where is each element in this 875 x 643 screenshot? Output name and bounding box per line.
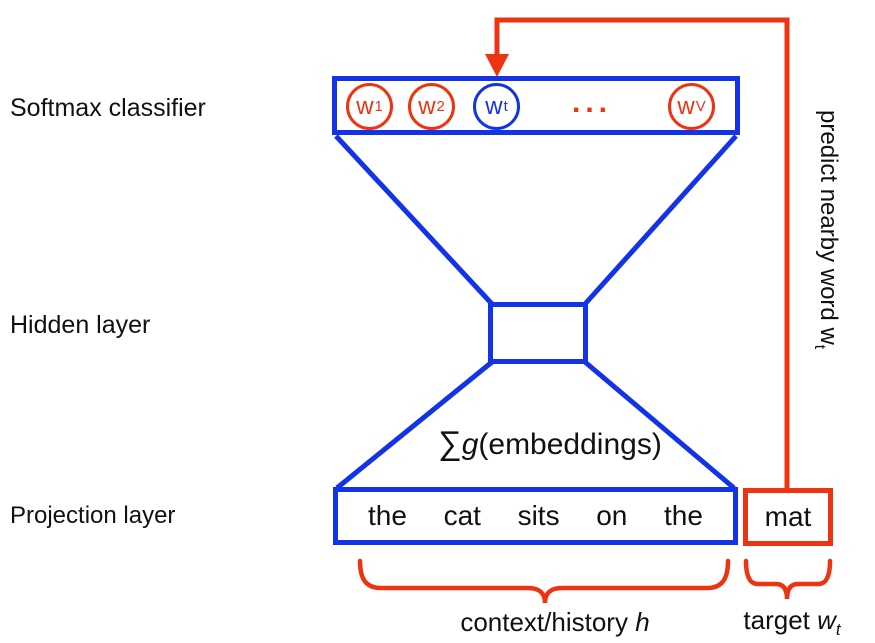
- formula-argument: (embeddings): [478, 428, 662, 461]
- node-w1-label: w: [356, 92, 374, 120]
- node-w2-label: w: [418, 92, 436, 120]
- context-word: on: [596, 500, 628, 531]
- arrowhead-down-icon: [485, 54, 509, 77]
- target-caption-text: target: [743, 605, 818, 635]
- funnel-top-left-edge: [334, 134, 494, 306]
- predict-annotation-subscript: t: [811, 344, 829, 350]
- context-word: the: [664, 500, 703, 531]
- context-history-caption: context/history h: [405, 607, 705, 638]
- funnel-bottom-left-edge: [335, 360, 494, 490]
- embedding-sum-formula: ∑g(embeddings): [395, 424, 705, 462]
- context-caption-text: context/history: [460, 607, 636, 637]
- target-word: mat: [764, 501, 812, 532]
- context-word: sits: [517, 500, 560, 531]
- target-caption: target wt: [712, 605, 872, 640]
- aggregation-function-g: g: [461, 428, 479, 461]
- context-word: the: [368, 500, 407, 531]
- projection-layer-label: Projection layer: [10, 502, 176, 529]
- target-word-box: [743, 488, 833, 546]
- context-word: cat: [443, 500, 481, 531]
- projection-layer-box: [333, 487, 738, 545]
- target-underbrace: [743, 558, 833, 600]
- target-variable-subscript: t: [835, 620, 841, 640]
- hidden-layer-box: [488, 302, 588, 364]
- predict-annotation-text: predict nearby word w: [815, 110, 842, 345]
- softmax-layer-box: [332, 76, 740, 135]
- funnel-bottom-right-edge: [583, 360, 736, 490]
- funnel-top-right-edge: [583, 134, 738, 306]
- sum-symbol: ∑: [438, 424, 462, 461]
- context-word-row: the cat sits on the: [338, 487, 733, 545]
- predict-feedback-edge: [494, 17, 790, 489]
- target-variable-w: w: [817, 605, 836, 635]
- node-wt-label: w: [485, 92, 503, 120]
- hidden-layer-label: Hidden layer: [10, 311, 151, 339]
- predict-nearby-word-annotation: predict nearby word wt: [810, 110, 842, 410]
- node-wV-label: w: [677, 92, 695, 120]
- vocabulary-ellipsis: ...: [572, 86, 613, 119]
- context-variable-h: h: [635, 607, 650, 637]
- softmax-layer-label: Softmax classifier: [10, 94, 206, 122]
- context-underbrace: [357, 558, 731, 604]
